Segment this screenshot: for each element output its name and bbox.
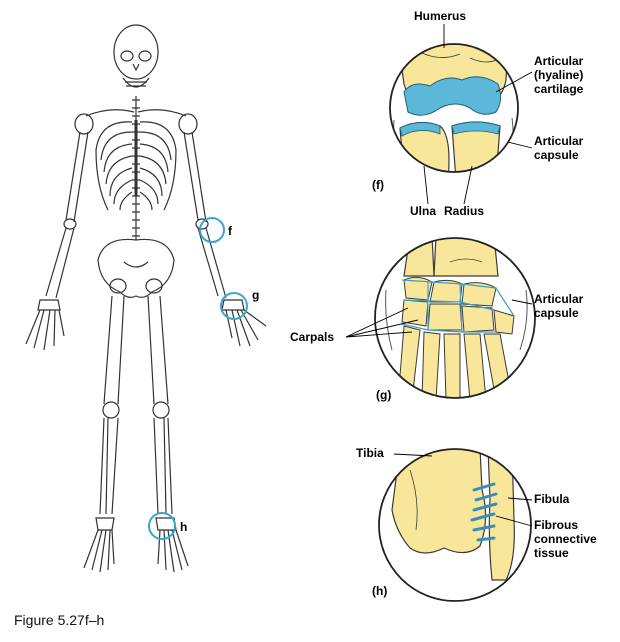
label-articular-cartilage: Articular (hyaline) cartilage [534, 54, 583, 96]
marker-circle-h [149, 513, 175, 539]
label-articular-capsule-f: Articular capsule [534, 134, 583, 162]
marker-label-h: h [180, 520, 187, 534]
right-arm [26, 132, 88, 350]
label-humerus: Humerus [414, 9, 466, 23]
label-fibula: Fibula [534, 492, 569, 506]
legs [84, 296, 188, 572]
left-arm [184, 132, 266, 346]
panel-h-ankle [378, 448, 534, 604]
label-radius: Radius [444, 204, 484, 218]
skull [114, 25, 158, 87]
label-tibia: Tibia [356, 446, 384, 460]
marker-circle-f [200, 218, 224, 242]
label-articular-capsule-g: Articular capsule [534, 292, 583, 320]
panel-g-wrist [346, 236, 538, 400]
pelvis [98, 239, 174, 297]
label-carpals: Carpals [290, 330, 334, 344]
marker-label-g: g [252, 288, 259, 302]
figure-caption: Figure 5.27f–h [14, 612, 104, 628]
panel-tag-g: (g) [376, 388, 391, 402]
label-ulna: Ulna [410, 204, 436, 218]
label-fibrous-connective-tissue: Fibrous connective tissue [534, 518, 597, 560]
panel-tag-f: (f) [372, 178, 384, 192]
panel-tag-h: (h) [372, 584, 387, 598]
skeleton-illustration [26, 25, 266, 572]
marker-label-f: f [228, 224, 232, 238]
panel-f-elbow [388, 24, 532, 204]
